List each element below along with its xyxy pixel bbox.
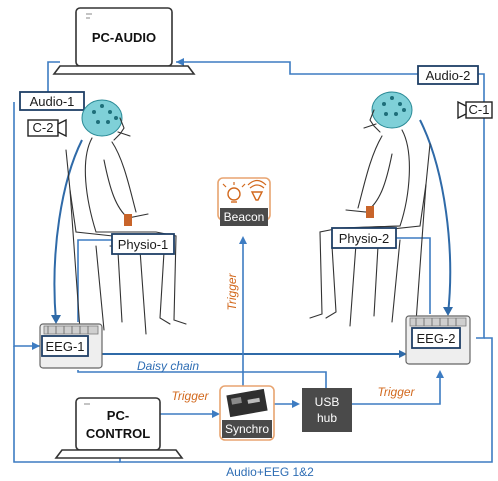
synchro-block: Synchro: [219, 385, 275, 441]
eeg1-device: EEG-1: [39, 323, 103, 369]
arrow-into-pcaudio: [176, 58, 184, 66]
usb-hub-label-2: hub: [317, 411, 337, 425]
camera-right-icon: [457, 100, 467, 120]
pc-audio-laptop: PC-AUDIO: [52, 7, 196, 75]
usb-hub-block: USB hub: [302, 388, 352, 432]
daisy-chain-label: Daisy chain: [137, 359, 199, 373]
wire-audio1-eeg1: [13, 102, 40, 347]
beacon-block: Beacon: [217, 177, 271, 226]
arrow-eeg1-top: [51, 315, 61, 324]
pc-control-label-1: PC-: [107, 408, 129, 423]
trigger-left-label: Trigger: [171, 389, 209, 403]
wire-usb-eeg2: [352, 372, 441, 405]
wire-pcaudio-audio1: [47, 61, 60, 92]
physio-band-right: [366, 206, 374, 218]
camera-left-label: C-2: [33, 120, 54, 135]
eeg-cap-right: [371, 91, 413, 129]
speaker-icon: [247, 179, 267, 201]
wire-physio1-eeg1: [77, 239, 112, 322]
wire-left-bottom: [13, 346, 120, 463]
wire-usb-eeg1: [77, 370, 327, 392]
arrow-into-usb: [292, 400, 300, 408]
eeg-cap-left: [81, 99, 123, 137]
person-right-sketch: [309, 91, 431, 327]
person-left-sketch: [65, 99, 187, 335]
pc-control-laptop: PC- CONTROL: [54, 397, 184, 459]
pc-control-label-2: CONTROL: [86, 426, 150, 441]
audio1-label: Audio-1: [30, 94, 75, 109]
camera-left: C-2: [27, 118, 67, 138]
eeg1-label: EEG-1: [45, 339, 84, 354]
light-bulb-icon: [222, 182, 246, 203]
arrow-into-beacon: [239, 236, 247, 244]
audio-eeg-label: Audio+EEG 1&2: [226, 465, 314, 479]
physio2-label: Physio-2: [339, 231, 390, 246]
arrow-into-synchro: [212, 410, 220, 418]
arrow-usb-eeg2: [436, 370, 444, 378]
physio-band-left: [124, 214, 132, 226]
eeg2-label: EEG-2: [416, 331, 455, 346]
wire-audio2-pcaudio: [176, 61, 420, 75]
wire-audio-eeg-return: [119, 337, 493, 463]
trigger-vertical-label: Trigger: [225, 272, 239, 310]
arrow-eeg2-top: [443, 307, 453, 316]
circuit-board-icon: [226, 388, 268, 418]
camera-right-label: C-1: [469, 102, 490, 117]
camera-right: C-1: [457, 100, 493, 120]
wire-head2-eeg2: [419, 119, 452, 315]
arrow-into-eeg1-left: [32, 342, 40, 350]
wire-head1-eeg1: [53, 139, 83, 323]
audio1-box: Audio-1: [19, 91, 85, 111]
wire-physio2-eeg2: [396, 237, 431, 314]
pc-audio-label: PC-AUDIO: [92, 30, 156, 45]
trigger-right-label: Trigger: [377, 385, 415, 399]
physio1-label: Physio-1: [118, 237, 169, 252]
audio2-label: Audio-2: [426, 68, 471, 83]
eeg2-device: EEG-2: [405, 315, 471, 365]
physio2-box: Physio-2: [331, 227, 397, 249]
audio2-box: Audio-2: [417, 65, 479, 85]
physio1-box: Physio-1: [111, 233, 175, 255]
usb-hub-label-1: USB: [315, 395, 340, 409]
synchro-label: Synchro: [225, 422, 269, 436]
camera-left-icon: [57, 118, 67, 138]
beacon-label: Beacon: [224, 210, 265, 224]
arrow-daisy-chain: [399, 350, 407, 358]
